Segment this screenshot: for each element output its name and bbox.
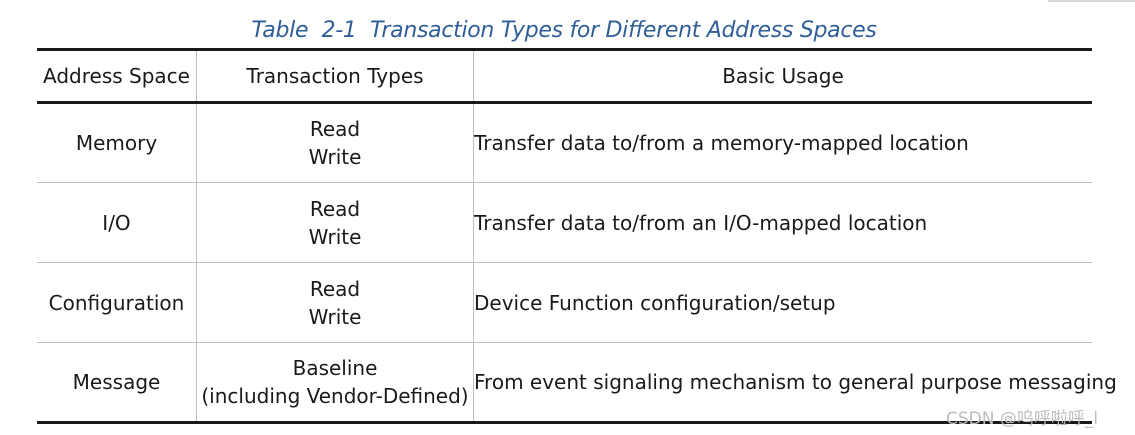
transaction-types-cell: Read Write [196,182,474,263]
header-basic-usage: Basic Usage [473,48,1092,104]
transaction-type: Write [308,304,362,329]
address-space-cell: Message [37,342,197,424]
transaction-type: Read [309,276,361,301]
basic-usage-cell: From event signaling mechanism to genera… [473,342,1117,424]
transaction-type: Read [309,196,361,221]
address-space-cell: I/O [37,182,197,263]
transaction-types-cell: Baseline (including Vendor-Defined) [196,342,474,424]
table-row: Message Baseline (including Vendor-Defin… [37,342,1117,424]
address-space-cell: Configuration [37,262,197,343]
table-row: I/O Read Write Transfer data to/from an … [37,182,1092,263]
csdn-watermark: CSDN @呜呼啦呼_l [946,409,1099,429]
transaction-type: Write [308,224,362,249]
header-row: Address Space Transaction Types Basic Us… [37,48,1092,104]
table-row: Memory Read Write Transfer data to/from … [37,102,1092,183]
transaction-type: Write [308,145,362,169]
basic-usage-cell: Device Function configuration/setup [473,262,1092,343]
transaction-type: (including Vendor-Defined) [201,384,469,408]
header-transaction-types: Transaction Types [196,48,474,104]
transaction-types-cell: Read Write [196,102,474,183]
transaction-types-table: Address Space Transaction Types Basic Us… [37,48,1117,424]
transaction-type: Read [309,117,361,141]
table-caption: Table 2-1 Transaction Types for Differen… [251,18,877,43]
basic-usage-cell: Transfer data to/from an I/O-mapped loca… [473,182,1092,263]
top-right-rule [1048,0,1135,2]
transaction-types-cell: Read Write [196,262,474,343]
basic-usage-cell: Transfer data to/from a memory-mapped lo… [473,102,1092,183]
header-address-space: Address Space [37,48,197,104]
address-space-cell: Memory [37,102,197,183]
transaction-type: Baseline [292,356,378,380]
table-row: Configuration Read Write Device Function… [37,262,1092,343]
